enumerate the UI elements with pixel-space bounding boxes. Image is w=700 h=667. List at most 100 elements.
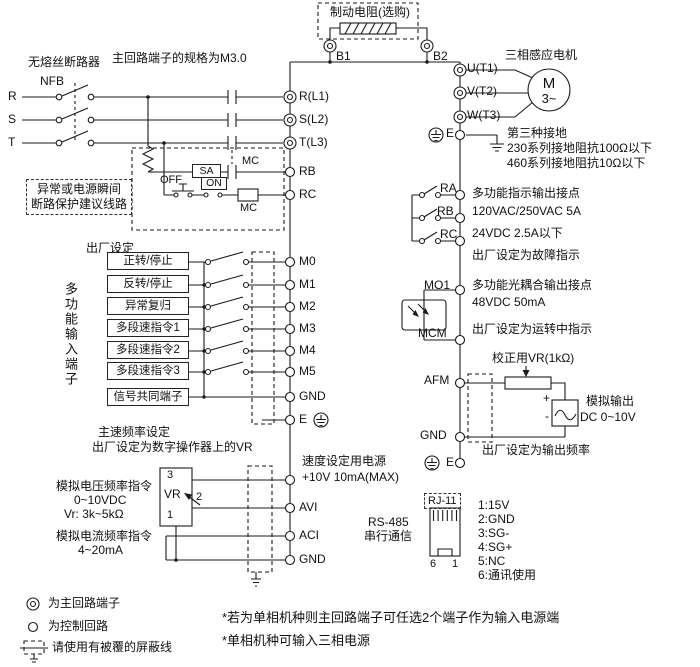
sa-box: SA [192, 164, 221, 178]
terminal-b2-label: B2 [433, 49, 448, 63]
terminal-r-label: R(L1) [299, 89, 330, 103]
analog-out-range: DC 0~10V [580, 410, 636, 424]
terminal-s-label: S(L2) [299, 112, 329, 126]
meter-plus-label: + [543, 391, 551, 405]
control-circuit-terminals [284, 129, 466, 566]
input-row-box-m1: 反转/停止 [107, 275, 189, 293]
rj11-pinout-1: 1:15V [478, 498, 510, 512]
terminal-afm-label: AFM [424, 373, 450, 387]
rj11-pinout-5: 5:NC [478, 554, 506, 568]
rj11-pinout-6: 6:通讯使用 [478, 568, 537, 582]
voltage-cmd-vr: Vr: 3k~5kΩ [64, 507, 124, 521]
terminal-mo1-label: MO1 [424, 278, 451, 292]
terminal-t-label: T(L3) [299, 135, 328, 149]
brake-resistor-symbol [317, 2, 429, 64]
relay-output-contacts [411, 185, 455, 245]
main-freq-default: 出厂设定为数字操作器上的VR [92, 440, 253, 454]
motor-m-label: M [542, 75, 556, 92]
breaker-abbr: NFB [40, 74, 64, 88]
main-freq-title: 主速频率设定 [98, 425, 171, 439]
rj11-pinout-4: 4:SG+ [478, 540, 513, 554]
terminal-v-label: V(T2) [467, 84, 497, 98]
rj11-connector [429, 507, 461, 557]
analog-input-symbols [159, 465, 285, 587]
voltage-cmd-range: 0~10VDC [74, 493, 127, 507]
phase-s-label: S [8, 112, 17, 126]
input-row-box-common: 信号共同端子 [107, 388, 189, 406]
relay-default: 出厂设定为故障指示 [472, 248, 581, 262]
main-circuit-terminals [283, 39, 467, 150]
current-cmd-range: 4~20mA [78, 543, 124, 557]
terminal-rc2-label: RC [440, 227, 458, 241]
terminal-b1-label: B1 [336, 49, 351, 63]
voltage-cmd-name: 模拟电压频率指令 [56, 479, 153, 493]
terminal-avi-label: AVI [299, 500, 318, 514]
terminal-rb-label: RB [299, 164, 316, 178]
relay-rating-ac: 120VAC/250VAC 5A [472, 204, 581, 218]
terminal-m0-label: M0 [299, 254, 316, 268]
note-single-phase-1: *若为单相机种则主回路端子可任选2个端子作为输入电源端 [222, 610, 560, 625]
legend-main-circuit: 为主回路端子 [48, 596, 121, 610]
note-single-phase-2: *单相机种可输入三相电源 [222, 633, 371, 648]
supply-rating: +10V 10mA(MAX) [302, 470, 400, 484]
brake-resistor-label: 制动电阻(选购) [330, 5, 410, 19]
rj11-pin6-label: 6 [430, 558, 437, 570]
rj11-pinout-2: 2:GND [478, 512, 515, 526]
legend-symbols [20, 597, 48, 663]
factory-setting-label: 出厂设定 [86, 241, 135, 255]
terminal-w-label: W(T3) [467, 108, 501, 122]
vr-pin1-label: 1 [167, 509, 174, 521]
ground-460-note: 460系列接地阻抗10Ω以下 [507, 156, 646, 170]
input-row-box-m4: 多段速指令2 [107, 341, 189, 359]
photo-rating: 48VDC 50mA [472, 295, 546, 309]
protection-circuit-symbol [131, 95, 285, 231]
nfb-breaker-symbol [22, 83, 283, 147]
phase-t-label: T [8, 135, 16, 149]
ground-type-note: 第三种接地 [507, 126, 568, 140]
motor-name: 三相感应电机 [505, 48, 578, 62]
protection-note-line1: 异常或电源瞬间 [36, 182, 121, 196]
legend-shield-note: 请使用有被覆的屏蔽线 [52, 640, 173, 654]
terminal-ra-label: RA [440, 181, 457, 195]
rs485-name: RS-485 [368, 515, 409, 529]
phase-r-label: R [8, 89, 17, 103]
circled-ground-icons [313, 127, 444, 471]
terminal-rb2-label: RB [437, 204, 454, 218]
terminal-e1-label: E [446, 126, 455, 140]
terminal-mcm-label: MCM [418, 326, 447, 340]
terminal-spec-note: 主回路端子的规格为M3.0 [112, 51, 247, 65]
photo-default: 出厂设定为运转中指示 [472, 322, 593, 336]
terminal-rc-label: RC [299, 187, 317, 201]
current-cmd-name: 模拟电流频率指令 [56, 529, 153, 543]
terminal-gnd3-label: GND [420, 428, 447, 442]
photo-desc: 多功能光耦合输出接点 [472, 278, 593, 292]
digital-input-switches [187, 251, 285, 425]
protection-note-line2: 断路保护建议线路 [30, 197, 127, 211]
mc-contactor-contacts [227, 90, 237, 164]
input-row-box-m0: 正转/停止 [107, 252, 189, 270]
input-row-box-m3: 多段速指令1 [107, 319, 189, 337]
on-button-label: ON [201, 177, 227, 190]
terminal-m1-label: M1 [299, 277, 316, 291]
mc-contact-label: MC [242, 155, 260, 167]
vr-pin3-label: 3 [167, 469, 174, 481]
off-button-label: OFF [160, 174, 182, 186]
supply-name: 速度设定用电源 [302, 454, 387, 468]
meter-minus-label: - [545, 409, 549, 423]
rj11-pinout-3: 3:SG- [478, 526, 510, 540]
vr-label: VR [164, 487, 181, 501]
rs485-type: 串行通信 [364, 529, 413, 543]
analog-out-name: 模拟输出 [586, 394, 635, 408]
photocoupler-symbol [401, 289, 455, 341]
rj11-label: RJ-11 [424, 493, 461, 509]
motor-phase-label: 3~ [541, 91, 557, 106]
input-group-label: 多功能输入端子 [63, 282, 78, 387]
calibration-vr-note: 校正用VR(1kΩ) [492, 351, 575, 365]
motor-symbol [466, 68, 571, 152]
vr-pin2-label: 2 [196, 491, 203, 503]
terminal-e3-label: E [299, 412, 308, 426]
terminal-m5-label: M5 [299, 364, 316, 378]
relay-rating-dc: 24VDC 2.5A以下 [472, 226, 563, 240]
